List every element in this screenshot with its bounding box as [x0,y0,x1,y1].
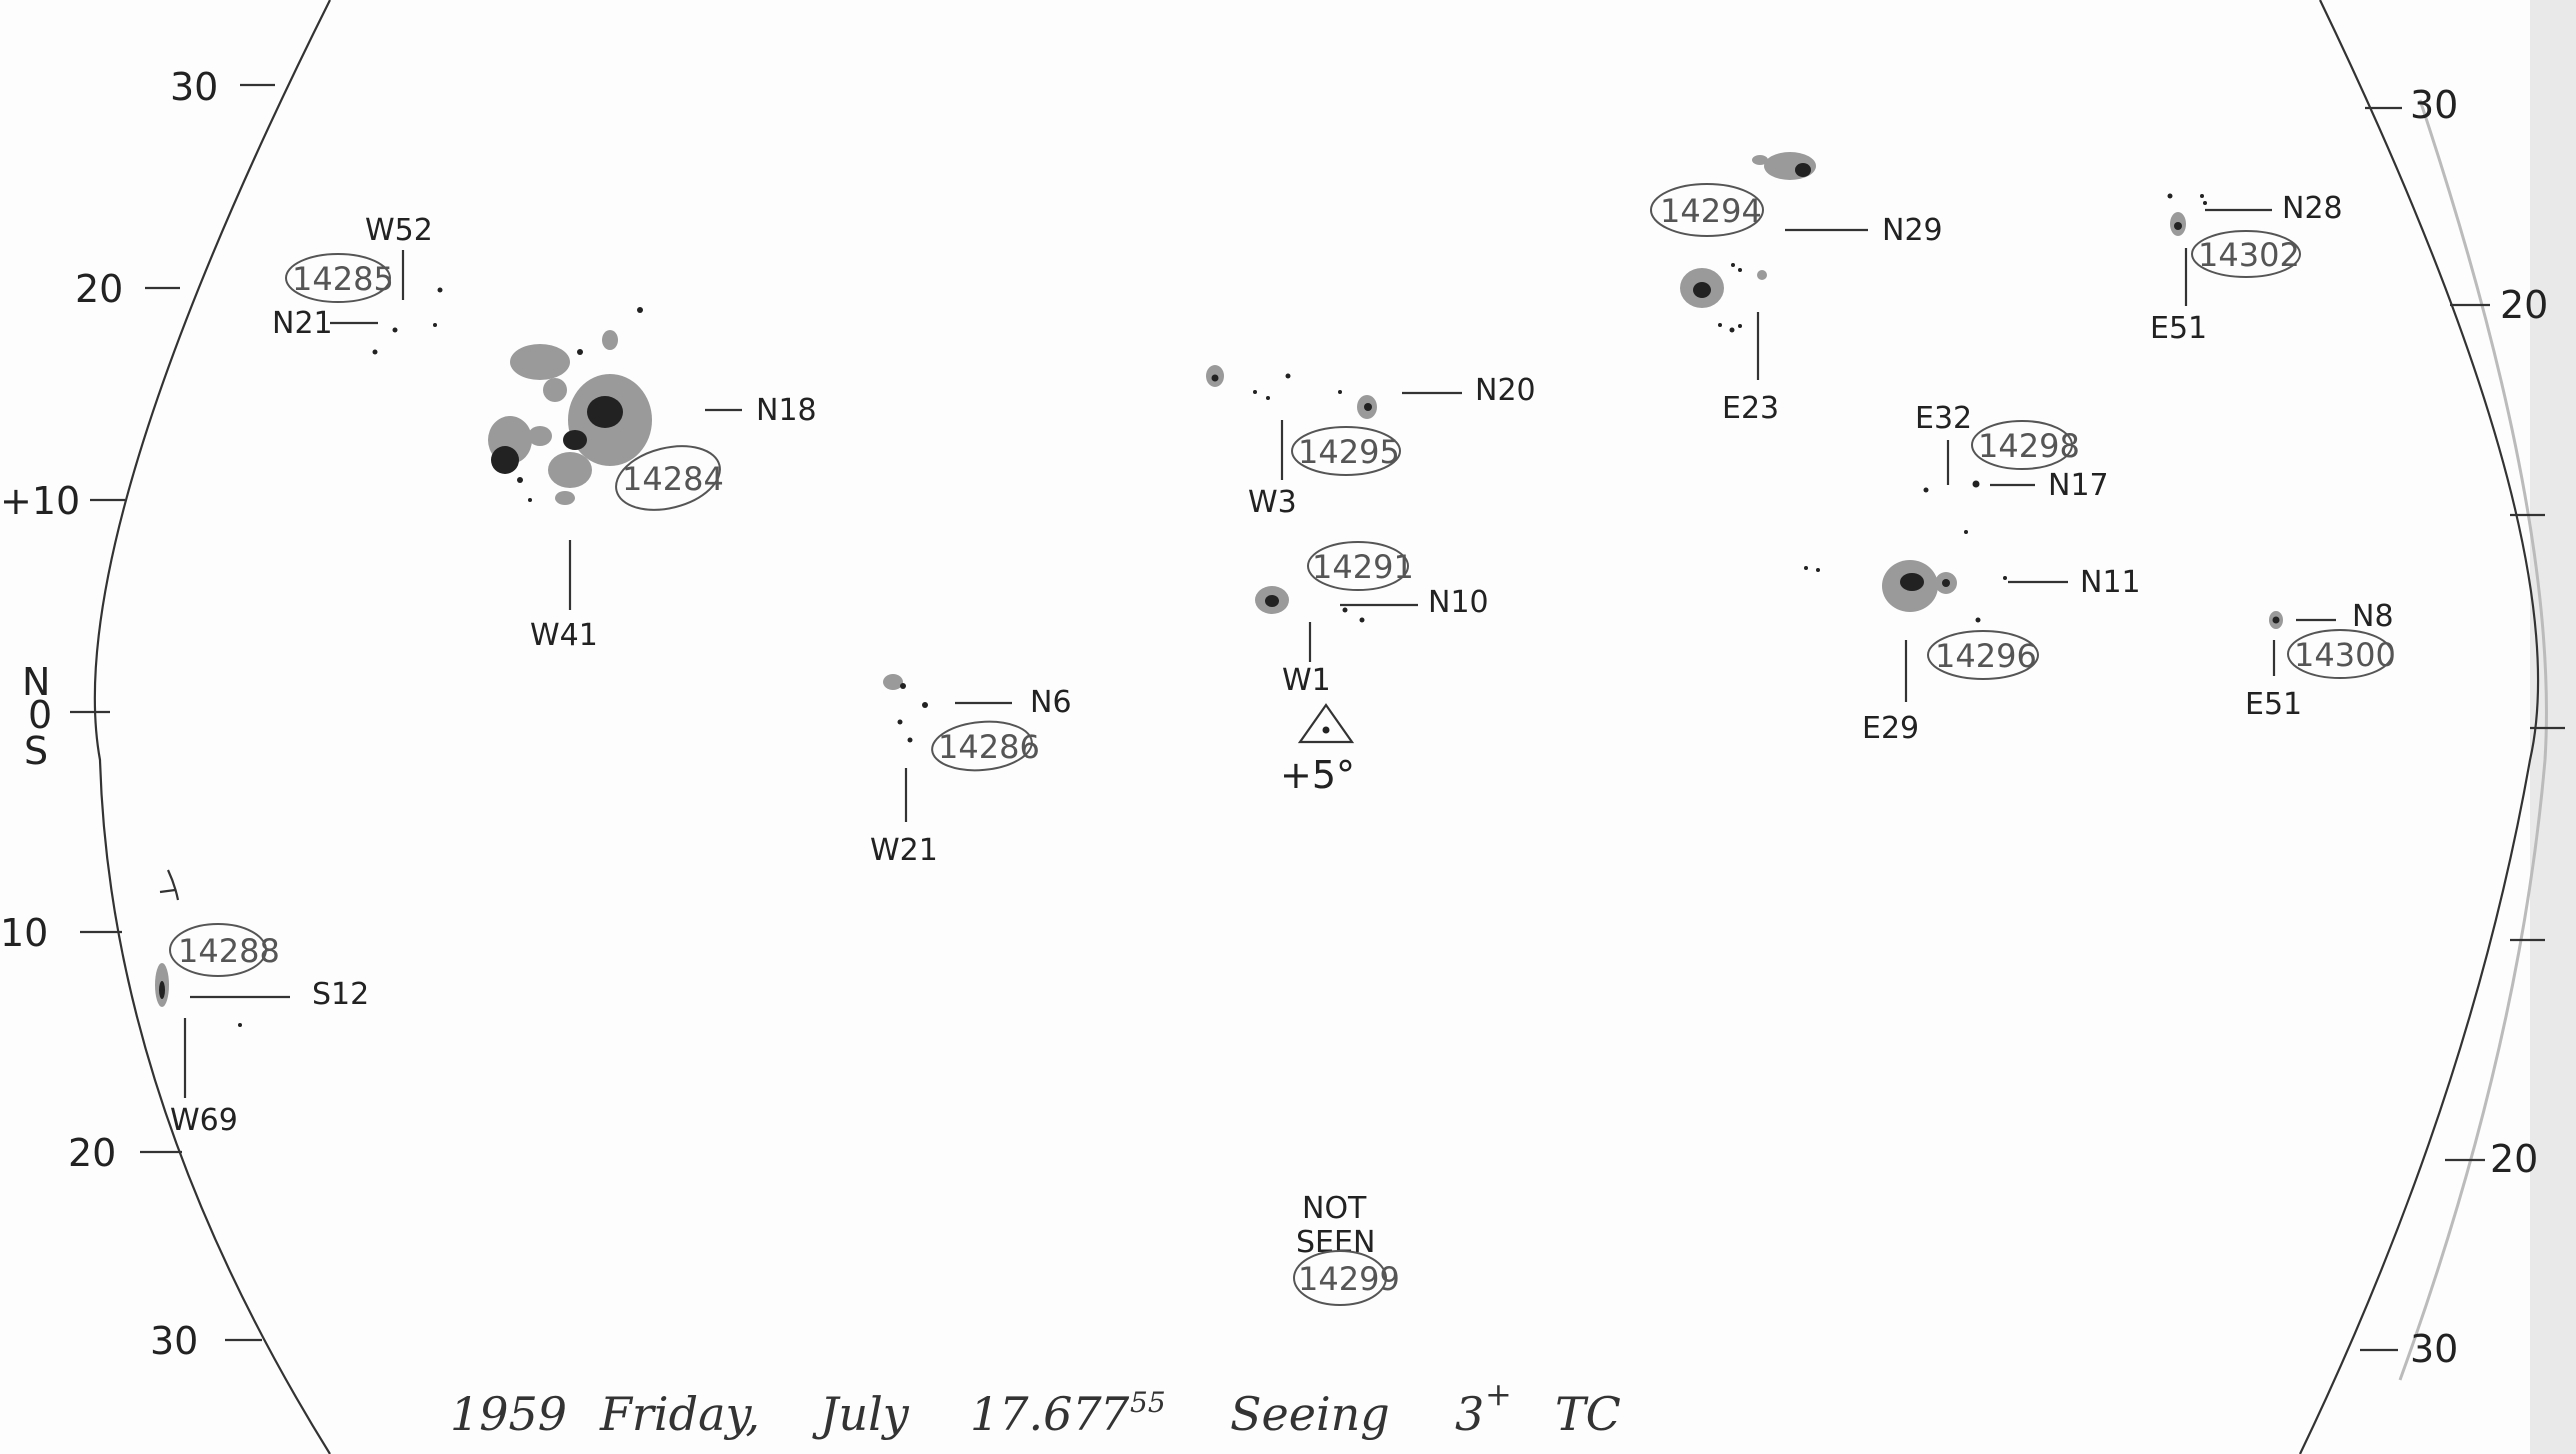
footer-weekday: Friday, [599,1387,760,1441]
footer-seeing-value: 3 [1455,1387,1484,1441]
region-longitude: W21 [870,833,938,868]
tick-left-20: 20 [75,267,123,311]
ns-n: N [22,660,50,704]
region-longitude: W3 [1248,485,1297,520]
region-14285: 14285 W52 N21 [272,213,443,355]
tick-left-30: 30 [170,65,218,109]
region-latitude: N6 [1030,685,1072,720]
region-14298: E32 14298 N17 [1915,401,2109,503]
region-longitude: E32 [1915,401,1972,436]
region-longitude: E51 [2245,687,2302,722]
region-longitude: W69 [170,1103,238,1138]
region-14284: N18 14284 W41 [488,307,817,653]
footer-year: 1959 [450,1387,567,1441]
tick-left-minus10: 10 [0,911,48,955]
right-latitude-scale: 30 20 20 30 [2360,83,2565,1371]
region-14291: 14291 N10 W1 [1255,541,1489,698]
region-latitude: N29 [1882,213,1943,248]
center-angle: +5° [1280,753,1355,797]
region-latitude: N17 [2048,468,2109,503]
region-longitude: W1 [1282,663,1331,698]
footer-date: 17.67 [970,1387,1102,1441]
region-number: 14300 [2294,636,2396,674]
footer-month: July [812,1387,910,1441]
tick-left-minus20: 20 [68,1131,116,1175]
region-latitude: S12 [312,977,369,1012]
left-latitude-scale: 30 20 +10 10 20 30 [0,65,275,1363]
region-14302: N28 14302 E51 [2150,191,2343,346]
region-14294: 14294 N29 E23 [1650,152,1943,426]
region-number: 14295 [1298,433,1400,471]
limb-left [93,0,331,1454]
region-number: 14299 [1298,1260,1400,1298]
region-latitude: N18 [756,393,817,428]
region-14286: N6 14286 W21 [870,674,1072,868]
region-number: 14302 [2198,236,2300,274]
region-14299: NOT SEEN 14299 [1293,1191,1400,1306]
ns-0: 0 [28,693,52,737]
region-number: 14285 [292,260,394,298]
region-number: 14294 [1660,192,1762,230]
region-number: 14296 [1935,637,2037,675]
footer-time-minutes: 55 [1130,1386,1166,1419]
tick-right-minus20: 20 [2490,1137,2538,1181]
region-number: 14286 [938,728,1040,766]
footer-seeing-label: Seeing [1230,1387,1390,1441]
center-marker: +5° [1280,703,1355,797]
tick-right-30: 30 [2410,83,2458,127]
region-longitude: E23 [1722,391,1779,426]
not-label: NOT [1302,1191,1367,1226]
observation-footer: 1959 Friday, July 17.67 7 55 Seeing 3 + … [450,1375,1621,1441]
region-14296: N11 14296 E29 [1804,530,2141,746]
limb-right [2299,0,2540,1454]
footer-observer: TC [1555,1387,1621,1441]
region-longitude: W41 [530,618,598,653]
footer-time-hour: 7 [1100,1387,1130,1441]
region-14300: N8 14300 E51 [2245,599,2396,722]
region-latitude: N21 [272,306,333,341]
tick-right-minus30: 30 [2410,1327,2458,1371]
region-number: 14298 [1978,427,2080,465]
region-longitude: E29 [1862,711,1919,746]
ns-s: S [24,729,48,773]
region-longitude: E51 [2150,311,2207,346]
region-latitude: N28 [2282,191,2343,226]
region-number: 14291 [1312,548,1414,586]
tick-left-10: +10 [0,479,80,523]
limb-inner-right [2398,99,2548,1381]
region-latitude: N20 [1475,373,1536,408]
footer-seeing-plus: + [1485,1375,1512,1413]
tick-left-minus30: 30 [150,1319,198,1363]
region-14295: N20 14295 W3 [1206,365,1536,520]
region-latitude: N10 [1428,585,1489,620]
region-number: 14288 [178,932,280,970]
equator-marker: N 0 S [22,660,52,773]
region-number: 14284 [622,460,724,498]
tick-right-20: 20 [2500,283,2548,327]
region-14288: 14288 S12 W69 [155,869,369,1138]
region-longitude: W52 [365,213,433,248]
region-latitude: N11 [2080,565,2141,600]
region-latitude: N8 [2352,599,2394,634]
